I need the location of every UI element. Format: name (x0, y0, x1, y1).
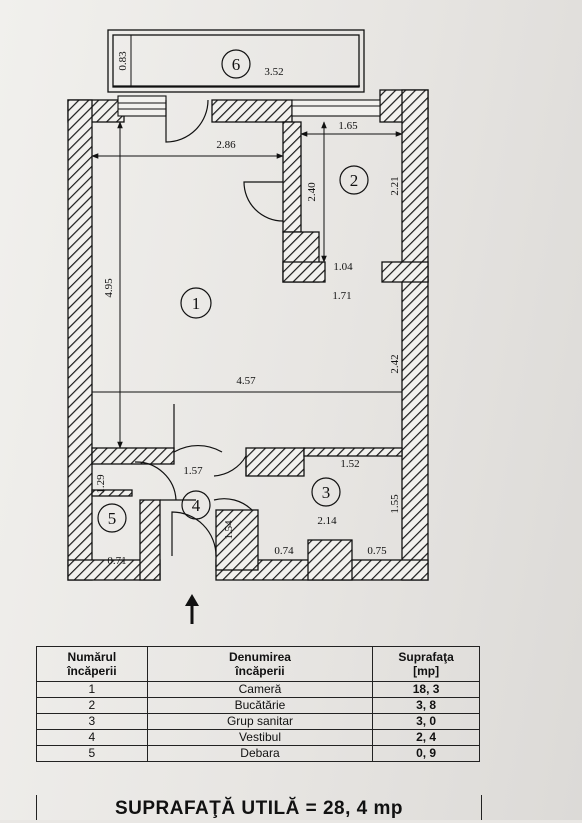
dimension-labels: 0.83 3.52 2.86 1.65 2.40 2.21 1.04 4.95 … (95, 51, 401, 567)
row-number: 4 (36, 729, 148, 746)
room-marker-2: 2 (350, 171, 359, 190)
floor-plan: 6 2 1 3 4 5 0.83 3.52 2.86 1.65 2.40 2.2… (67, 29, 429, 624)
row-area: 3, 8 (372, 697, 480, 714)
dimension-lines (91, 34, 403, 449)
room-marker-3: 3 (322, 483, 331, 502)
dim-room1-right-lower: 2.42 (389, 354, 401, 373)
balcony-frame (107, 29, 365, 93)
dim-storage-width: 0.71 (107, 555, 126, 567)
room-area-table: Numărul încăperii Denumirea încăperii Su… (36, 646, 480, 762)
total-usable-area: SUPRAFAŢĂ UTILĂ = 28, 4 mp (36, 795, 482, 820)
room-marker-circle-2 (339, 165, 369, 195)
door-swings (134, 99, 284, 557)
room-marker-labels: 6 2 1 3 4 5 (108, 55, 359, 528)
table-row: 3 Grup sanitar 3, 0 (36, 713, 480, 730)
table-row: 2 Bucătărie 3, 8 (36, 697, 480, 714)
header-area: Suprafaţa [mp] (372, 646, 480, 682)
dim-hall-width: 1.57 (183, 465, 203, 477)
dim-room1-right-upper: 1.71 (332, 290, 351, 302)
room-marker-6: 6 (232, 55, 241, 74)
room-marker-1: 1 (192, 294, 201, 313)
row-area: 18, 3 (372, 681, 480, 698)
dim-bath-seg-left: 0.74 (274, 545, 294, 557)
dim-kitchen-depth-inner: 2.40 (306, 182, 318, 202)
row-name: Vestibul (146, 729, 374, 746)
row-area: 0, 9 (372, 745, 480, 762)
dim-bath-width: 1.52 (340, 458, 359, 470)
dim-room1-width: 4.57 (236, 375, 256, 387)
row-number: 2 (36, 697, 148, 714)
room-marker-4: 4 (192, 496, 201, 515)
row-area: 3, 0 (372, 713, 480, 730)
room-marker-circle-4 (181, 490, 211, 520)
table-row: 1 Cameră 18, 3 (36, 681, 480, 698)
row-number: 1 (36, 681, 148, 698)
dim-bath-inner: 2.14 (317, 515, 337, 527)
table-row: 4 Vestibul 2, 4 (36, 729, 480, 746)
entrance-arrow-icon (185, 594, 199, 624)
dim-kitchen-width: 1.65 (338, 120, 358, 132)
row-name: Debara (146, 745, 374, 762)
dim-room1-depth: 4.95 (103, 278, 115, 298)
walls (67, 89, 429, 581)
dim-storage-depth: 1.29 (95, 474, 107, 494)
dim-balcony-depth: 0.83 (117, 51, 129, 71)
dim-bath-depth: 1.55 (389, 494, 401, 514)
room-marker-5: 5 (108, 509, 117, 528)
row-name: Grup sanitar (146, 713, 374, 730)
row-name: Cameră (146, 681, 374, 698)
table-header-row: Numărul încăperii Denumirea încăperii Su… (36, 646, 480, 682)
header-name: Denumirea încăperii (146, 646, 374, 682)
room-marker-circle-5 (97, 503, 127, 533)
dim-kitchen-bottom: 1.04 (333, 261, 353, 273)
row-name: Bucătărie (146, 697, 374, 714)
dim-balcony-length: 3.52 (264, 66, 283, 78)
room-markers (97, 49, 369, 533)
room-marker-circle-3 (311, 477, 341, 507)
row-number: 5 (36, 745, 148, 762)
dim-hall-depth: 1.54 (223, 520, 235, 540)
dim-kitchen-depth-outer: 2.21 (389, 176, 401, 195)
room-marker-circle-1 (180, 287, 212, 319)
dim-bath-seg-right: 0.75 (367, 545, 387, 557)
table-row: 5 Debara 0, 9 (36, 745, 480, 762)
row-number: 3 (36, 713, 148, 730)
room-marker-circle-6 (221, 49, 251, 79)
row-area: 2, 4 (372, 729, 480, 746)
header-number: Numărul încăperii (36, 646, 148, 682)
windows (117, 95, 381, 117)
dim-room1-top: 2.86 (216, 139, 236, 151)
